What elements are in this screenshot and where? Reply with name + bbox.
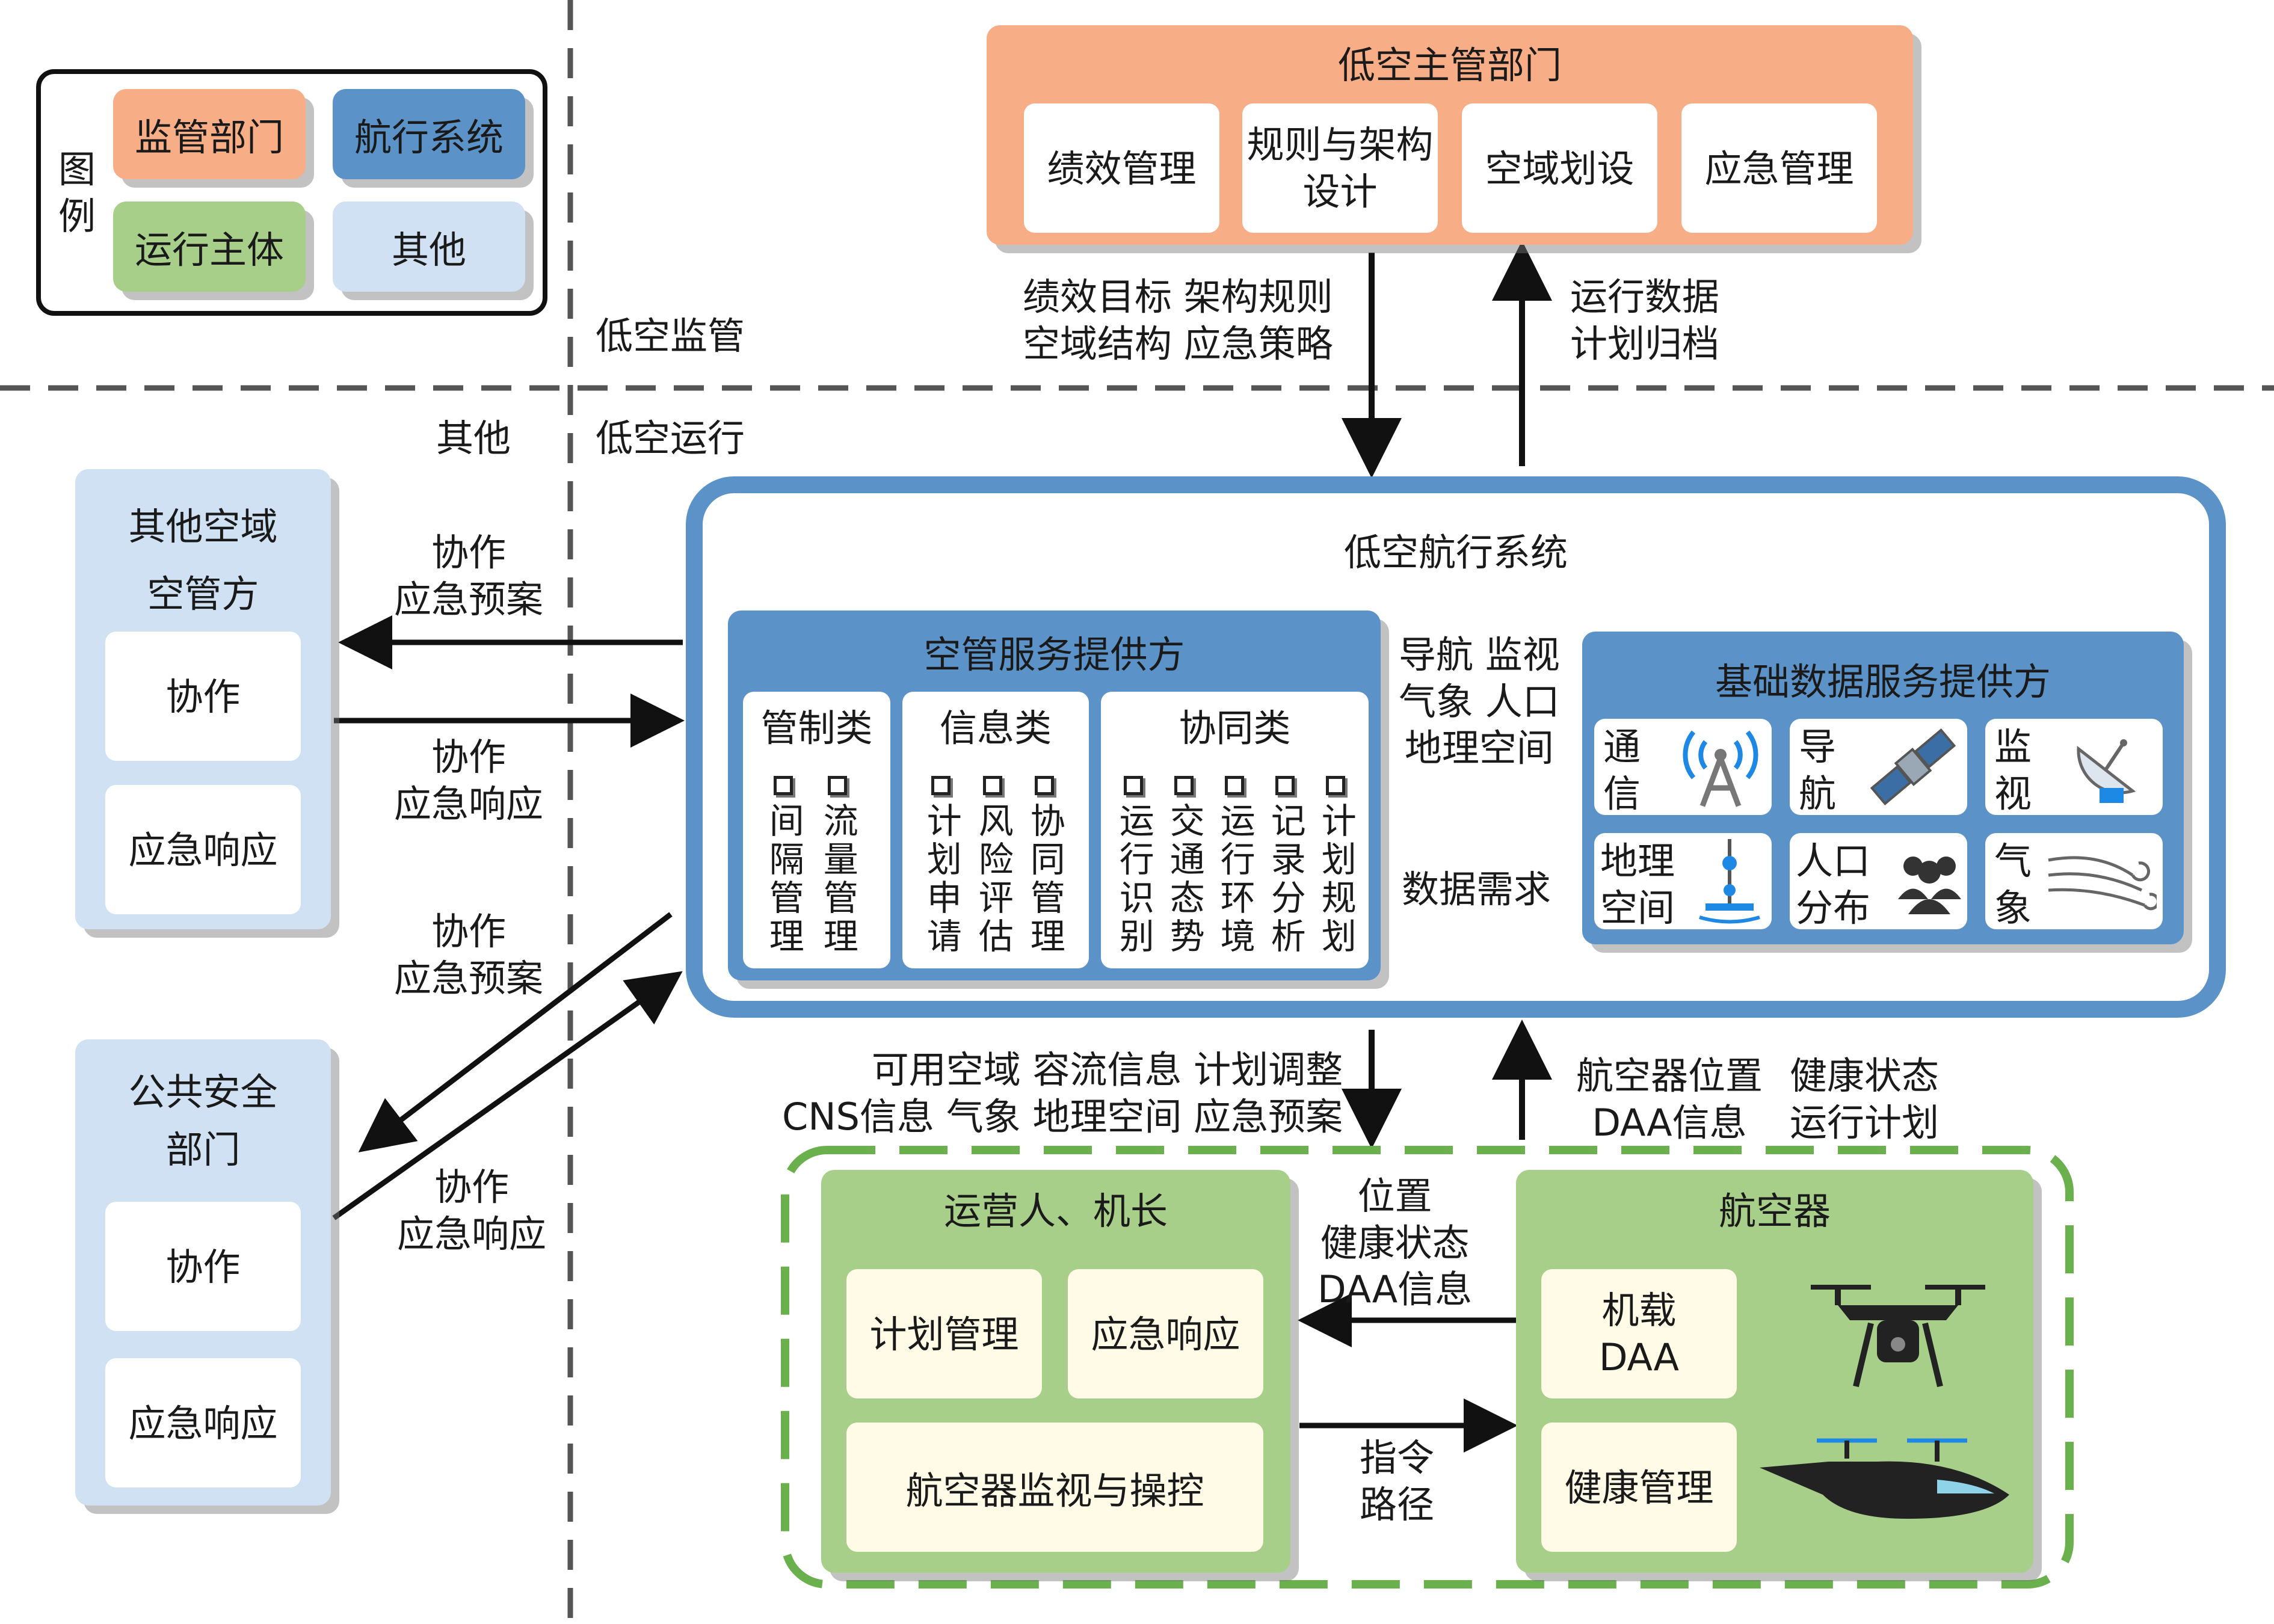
- public-safety-item-cooperation: 协作: [105, 1202, 301, 1331]
- zone-label-other: 其他: [436, 416, 511, 460]
- aircraft-box: 航空器 机载 DAA 健康管理: [1516, 1170, 2033, 1573]
- base-item-weather: 气 象: [1985, 833, 2163, 930]
- checkbox-icon: [827, 776, 847, 795]
- authority-item-rules: 规则与架构 设计: [1242, 103, 1438, 233]
- authority-up-label: 运行数据 计划归档: [1570, 275, 1720, 366]
- base-item-navigation: 导 航: [1790, 719, 1967, 816]
- atc-item: 间隔管理: [763, 776, 804, 956]
- atc-category-info: 信息类 计划申请 风险评估 协同管理: [902, 692, 1089, 968]
- authority-item-airspace: 空域划设: [1462, 103, 1657, 233]
- authority-down-label: 绩效目标 架构规则 空域结构 应急策略: [1023, 275, 1333, 366]
- public-safety-item-emergency: 应急响应: [105, 1358, 301, 1487]
- operation-group-frame: [781, 1146, 2074, 1589]
- base-item-geo: 地理 空间: [1594, 833, 1772, 930]
- aircraft-item-daa: 机载 DAA: [1541, 1269, 1737, 1398]
- label-to-other-airspace: 协作 应急预案: [394, 531, 544, 621]
- authority-item-emergency: 应急管理: [1681, 103, 1877, 233]
- label-base-to-atc: 导航 监视 气象 人口 地理空间: [1399, 633, 1560, 770]
- zone-label-operation: 低空运行: [596, 416, 745, 460]
- checkbox-icon: [931, 776, 951, 795]
- arrow-to-public-safety: [358, 912, 673, 1152]
- legend-title: 图 例: [58, 147, 96, 238]
- atc-item: 计划规划: [1316, 776, 1357, 956]
- operator-item-plan: 计划管理: [846, 1269, 1042, 1398]
- atc-category-control: 管制类 间隔管理 流量管理: [743, 692, 890, 968]
- checkbox-icon: [773, 776, 793, 795]
- other-airspace-item-cooperation: 协作: [105, 632, 301, 761]
- evtol-icon: [1760, 1438, 2009, 1519]
- base-item-surveillance: 监 视: [1985, 719, 2163, 816]
- zone-label-supervision: 低空监管: [596, 314, 745, 358]
- legend-item-other: 其他: [333, 201, 525, 292]
- label-atc-to-base: 数据需求: [1402, 867, 1551, 911]
- base-item-communication: 通 信: [1594, 719, 1772, 816]
- atc-provider-title: 空管服务提供方: [923, 633, 1185, 677]
- atc-provider-box: 空管服务提供方 管制类 间隔管理 流量管理 信息类 计划申请 风险评估 协同管理…: [728, 611, 1381, 980]
- base-data-title: 基础数据服务提供方: [1715, 660, 2051, 704]
- antenna-icon: [1683, 730, 1758, 807]
- legend-item-nav-system: 航行系统: [333, 89, 525, 179]
- other-airspace-box: 其他空域 空管方 协作 应急响应: [75, 469, 331, 929]
- atc-item: 风险评估: [973, 776, 1014, 956]
- atc-item: 协同管理: [1025, 776, 1065, 956]
- checkbox-icon: [1174, 776, 1194, 795]
- nav-up-label-2: 健康状态 运行计划: [1790, 1054, 1940, 1145]
- nav-system-title: 低空航行系统: [1343, 531, 1568, 574]
- other-airspace-title: 其他空域 空管方: [128, 505, 278, 616]
- wind-icon: [2048, 856, 2157, 911]
- atc-item: 记录分析: [1265, 776, 1306, 956]
- people-icon: [1898, 857, 1961, 914]
- atc-item: 运行识别: [1114, 776, 1154, 956]
- public-safety-title: 公共安全 部门: [128, 1070, 278, 1172]
- legend: 图 例 监管部门 航行系统 运行主体 其他: [36, 69, 547, 316]
- aircraft-title: 航空器: [1718, 1189, 1831, 1233]
- tower-icon: [1699, 839, 1760, 924]
- drone-icon: [1811, 1285, 1985, 1388]
- operator-title: 运营人、机长: [943, 1189, 1168, 1233]
- checkbox-icon: [1224, 776, 1244, 795]
- label-operator-to-aircraft: 指令 路径: [1360, 1436, 1435, 1527]
- arrow-from-public-safety: [332, 971, 683, 1220]
- authority-box: 低空主管部门 绩效管理 规则与架构 设计 空域划设 应急管理: [987, 25, 1913, 245]
- atc-item: 流量管理: [818, 776, 858, 956]
- base-item-population: 人口 分布: [1790, 833, 1967, 930]
- nav-up-label-1: 航空器位置 DAA信息: [1576, 1054, 1763, 1145]
- operator-box: 运营人、机长 计划管理 应急响应 航空器监视与操控: [821, 1170, 1290, 1573]
- atc-item: 交通态势: [1164, 776, 1205, 956]
- nav-down-label: 可用空域 容流信息 计划调整 CNS信息 气象 地理空间 应急预案: [782, 1048, 1343, 1139]
- atc-item: 运行环境: [1215, 776, 1256, 956]
- authority-item-performance: 绩效管理: [1024, 103, 1219, 233]
- aircraft-item-health: 健康管理: [1541, 1423, 1737, 1552]
- checkbox-icon: [1123, 776, 1143, 795]
- satellite-icon: [1870, 728, 1956, 806]
- legend-item-operator: 运行主体: [113, 201, 306, 292]
- checkbox-icon: [1275, 776, 1295, 795]
- public-safety-box: 公共安全 部门 协作 应急响应: [75, 1039, 331, 1506]
- label-to-public-safety: 协作 应急预案: [394, 909, 544, 1000]
- checkbox-icon: [1325, 776, 1345, 795]
- legend-item-regulator: 监管部门: [113, 89, 306, 179]
- label-from-public-safety: 协作 应急响应: [397, 1165, 547, 1256]
- atc-item: 计划申请: [921, 776, 962, 956]
- checkbox-icon: [1034, 776, 1054, 795]
- base-data-provider-box: 基础数据服务提供方 通 信 导 航 监 视 地理 空间: [1582, 632, 2184, 944]
- radar-icon: [2077, 739, 2136, 803]
- authority-title: 低空主管部门: [1337, 43, 1562, 87]
- checkbox-icon: [982, 776, 1002, 795]
- other-airspace-item-emergency: 应急响应: [105, 785, 301, 914]
- label-from-other-airspace: 协作 应急响应: [394, 735, 544, 826]
- atc-category-coop: 协同类 运行识别 交通态势 运行环境 记录分析 计划规划: [1101, 692, 1369, 968]
- label-aircraft-to-operator: 位置 健康状态 DAA信息: [1317, 1174, 1473, 1311]
- operator-item-monitor: 航空器监视与操控: [846, 1423, 1263, 1552]
- operator-item-emergency: 应急响应: [1068, 1269, 1263, 1398]
